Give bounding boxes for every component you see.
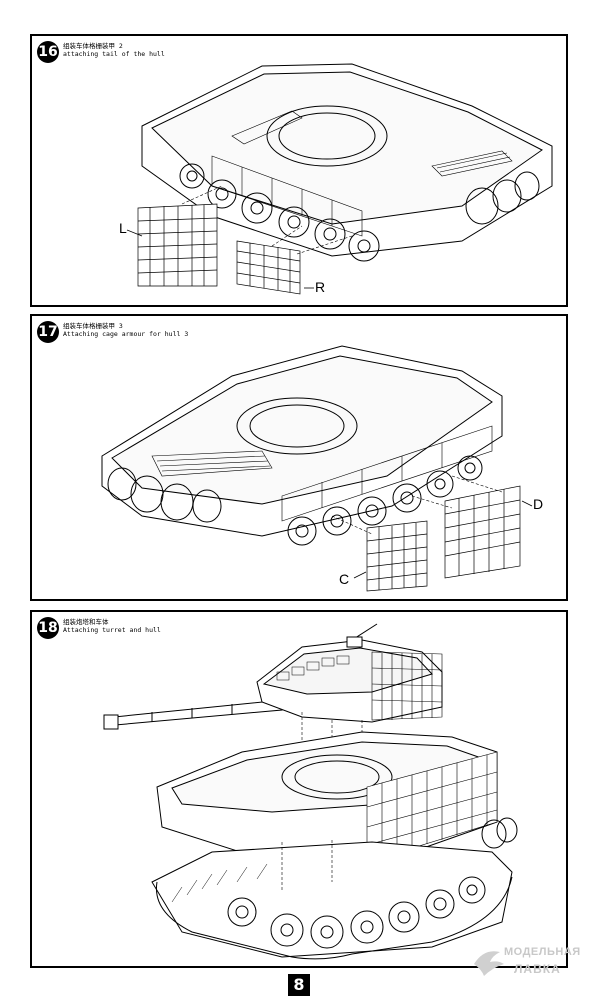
- step-title: 组装炮塔和车体 Attaching turret and hull: [63, 618, 161, 634]
- step-title-cn: 组装车体格栅装甲 3: [63, 322, 123, 330]
- step-title-en: Attaching cage armour for hull 3: [63, 330, 189, 338]
- turret-hull-illustration: [103, 623, 518, 960]
- step-title-en: attaching tail of the hull: [63, 50, 165, 58]
- step-17-panel: 17 组装车体格栅装甲 3 Attaching cage armour for …: [30, 314, 568, 601]
- page-number: 8: [288, 974, 310, 996]
- step-18-panel: 18 组装炮塔和车体 Attaching turret and hull: [30, 610, 568, 968]
- step-title-cn: 组装车体格栅装甲 2: [63, 42, 123, 50]
- step-title: 组装车体格栅装甲 2 attaching tail of the hull: [63, 42, 165, 58]
- part-label-r: R: [315, 279, 326, 295]
- watermark-logo: МОДЕЛЬНАЯ ЛАВКА: [470, 942, 590, 994]
- hull-tail-illustration: [126, 63, 553, 295]
- part-label-l: L: [119, 220, 127, 236]
- watermark-line1: МОДЕЛЬНАЯ: [504, 946, 581, 958]
- step-number: 16: [37, 41, 59, 63]
- step-title-en: Attaching turret and hull: [63, 626, 161, 634]
- step-number: 17: [37, 321, 59, 343]
- step-title-cn: 组装炮塔和车体: [63, 618, 109, 626]
- part-label-c: C: [339, 571, 350, 587]
- step-number: 18: [37, 617, 59, 639]
- part-label-d: D: [533, 496, 544, 512]
- watermark-line2: ЛАВКА: [514, 962, 561, 976]
- step-title: 组装车体格栅装甲 3 Attaching cage armour for hul…: [63, 322, 188, 338]
- step-16-panel: 16 组装车体格栅装甲 2 attaching tail of the hull: [30, 34, 568, 307]
- bird-icon: [474, 951, 504, 976]
- cage-armour-illustration: [101, 345, 533, 592]
